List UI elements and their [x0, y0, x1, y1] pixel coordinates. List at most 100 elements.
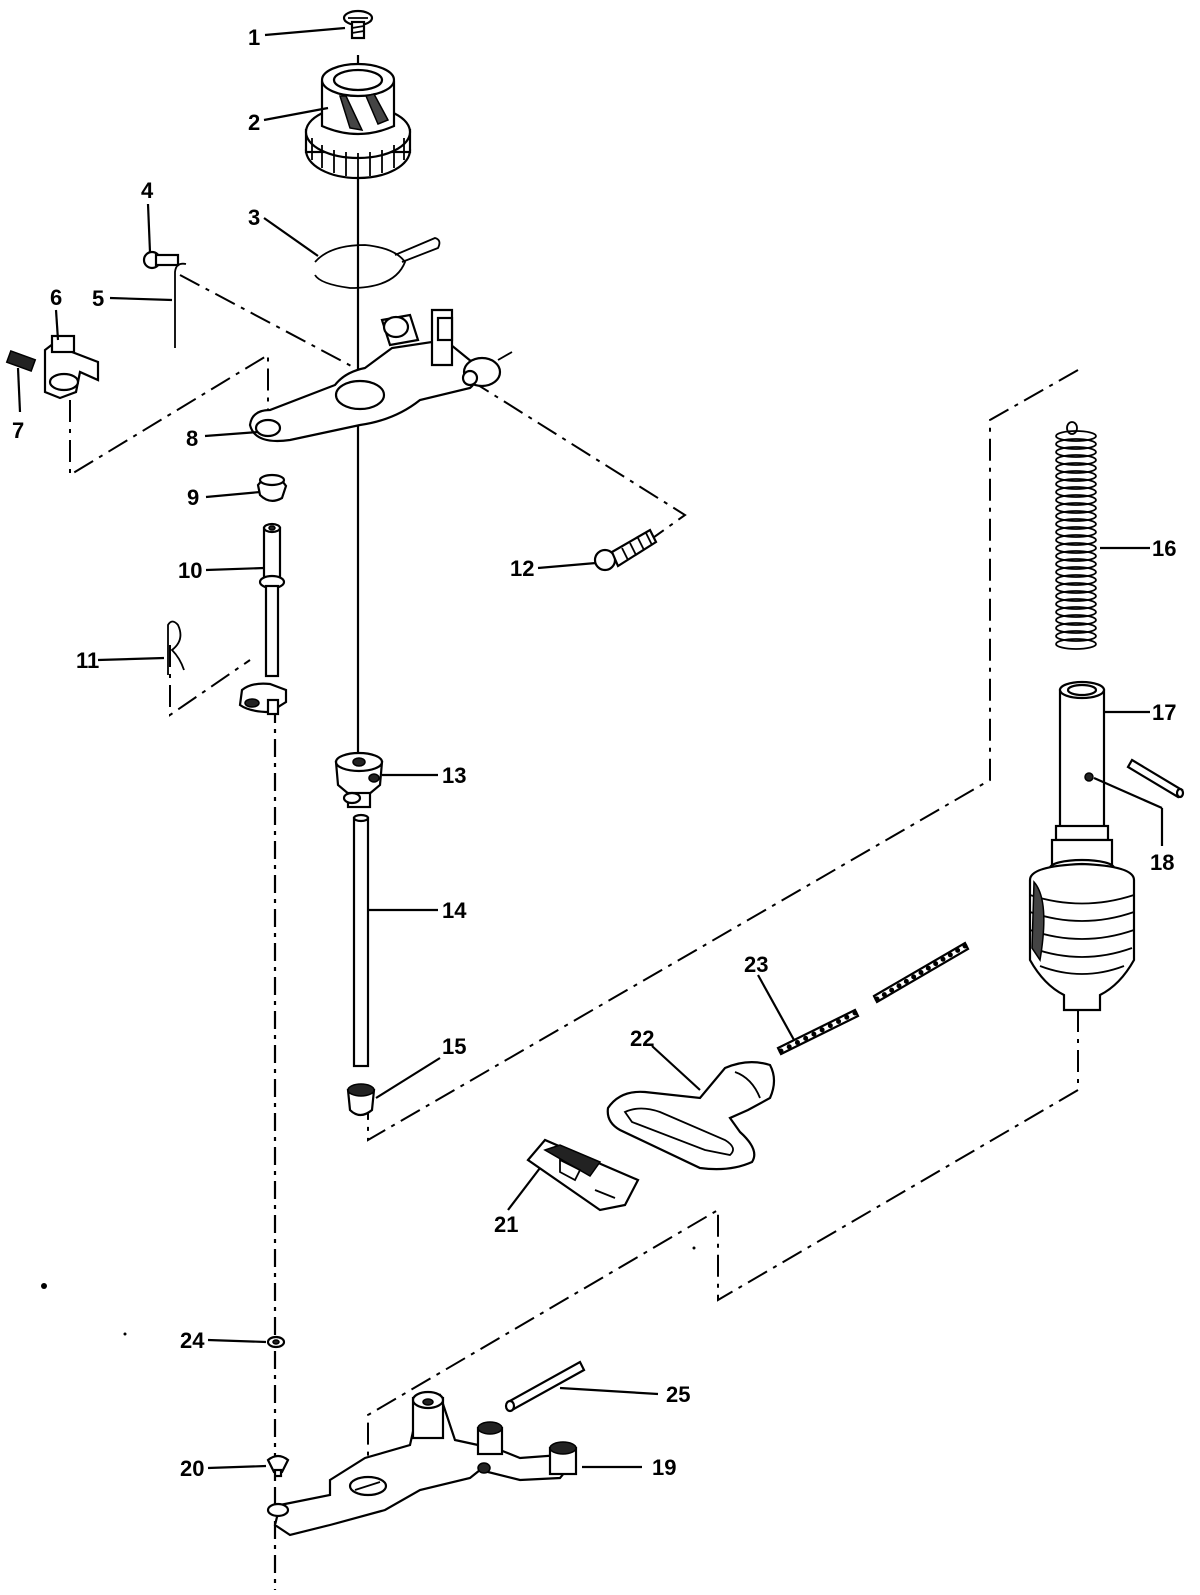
- label-part-25: 25: [666, 1382, 690, 1407]
- rod-texture-dot: [819, 1027, 825, 1033]
- part-11-hairpin-clip: [167, 620, 185, 675]
- spring-coil: [1055, 590, 1097, 602]
- label-part-13: 13: [442, 763, 466, 788]
- spring-coil: [1055, 478, 1097, 490]
- label-part-5: 5: [92, 286, 104, 311]
- label-part-16: 16: [1152, 536, 1176, 561]
- part-23-spring-rods: [776, 941, 970, 1056]
- label-part-3: 3: [248, 205, 260, 230]
- dash-line-spring-rod: [367, 369, 1079, 1142]
- rod-texture-dot: [947, 952, 953, 958]
- rod-texture-dot: [881, 992, 887, 998]
- part-25-pin: [504, 1360, 586, 1413]
- spring-coil: [1055, 486, 1097, 498]
- scan-speck: [692, 1246, 696, 1250]
- spring-coil: [1055, 510, 1097, 522]
- rod-texture-dot: [962, 943, 968, 949]
- part-15-nut: [346, 1083, 376, 1117]
- label-part-8: 8: [186, 426, 198, 451]
- label-part-21: 21: [494, 1212, 518, 1237]
- label-part-9: 9: [187, 485, 199, 510]
- dash-line-clip11: [169, 645, 251, 717]
- rod-texture-dot: [925, 965, 931, 971]
- rod-texture-dot: [918, 970, 924, 976]
- part-10-shaft: [238, 522, 288, 716]
- rod-texture-dot: [933, 961, 939, 967]
- rod-texture-dot: [827, 1023, 833, 1029]
- rod-texture-dot: [794, 1040, 800, 1046]
- spring-coil: [1055, 462, 1097, 474]
- spring-coil: [1055, 438, 1097, 450]
- rod-texture-dot: [778, 1048, 784, 1054]
- spring-coil: [1055, 542, 1097, 554]
- spring-coil: [1055, 526, 1097, 538]
- scan-speck: [41, 1283, 47, 1289]
- label-part-19: 19: [652, 1455, 676, 1480]
- part-8-lever-plate: [248, 308, 513, 443]
- spring-coil: [1055, 582, 1097, 594]
- label-part-2: 2: [248, 110, 260, 135]
- part-22-handle: [606, 1061, 776, 1171]
- spring-coil: [1055, 430, 1097, 442]
- rod-texture-dot: [896, 983, 902, 989]
- part-18-pin: [1126, 758, 1185, 799]
- part-20-screw: [266, 1454, 290, 1478]
- rod-texture-dot: [852, 1010, 858, 1016]
- spring-coil: [1055, 558, 1097, 570]
- label-part-18: 18: [1150, 850, 1174, 875]
- spring-coil: [1055, 494, 1097, 506]
- spring-coil: [1055, 454, 1097, 466]
- part-24-e-clip: [266, 1335, 286, 1349]
- label-part-11: 11: [76, 648, 99, 673]
- dash-line-screw4: [179, 274, 356, 369]
- part-2-cam-gear: [304, 62, 412, 180]
- label-part-23: 23: [744, 952, 768, 977]
- part-16-spring: [1055, 421, 1097, 650]
- rod-texture-dot: [955, 947, 961, 953]
- part-13-collar: [334, 751, 384, 809]
- label-part-10: 10: [178, 558, 202, 583]
- dash-line-screw12: [469, 379, 687, 541]
- label-part-24: 24: [180, 1328, 205, 1353]
- part-4-screw: [142, 250, 180, 270]
- rod-texture-dot: [803, 1035, 809, 1041]
- rod-texture-dot: [836, 1018, 842, 1024]
- spring-coil: [1055, 534, 1097, 546]
- callout-labels: 1 2 3 4 5 6 7 8 9 10 11 12 13 14 15 16 1…: [12, 25, 1176, 1481]
- part-21-button: [526, 1138, 640, 1212]
- label-part-1: 1: [248, 25, 260, 50]
- label-part-4: 4: [141, 178, 154, 203]
- label-part-14: 14: [442, 898, 467, 923]
- leader-lines: [16, 26, 1164, 1470]
- label-part-6: 6: [50, 285, 62, 310]
- rod-texture-dot: [940, 956, 946, 962]
- part-5-l-pin: [174, 262, 187, 348]
- part-17-tube: [1028, 680, 1136, 1012]
- rod-texture-dot: [811, 1031, 817, 1037]
- part-9-bushing: [256, 473, 288, 502]
- rod-texture-dot: [911, 974, 917, 980]
- label-part-17: 17: [1152, 700, 1176, 725]
- part-6-bracket: [43, 334, 100, 400]
- rod-texture-dot: [786, 1044, 792, 1050]
- spring-coil: [1055, 606, 1097, 618]
- part-7-set-screw: [5, 349, 37, 373]
- spring-coil: [1055, 502, 1097, 514]
- spring-coil: [1055, 638, 1097, 650]
- label-part-12: 12: [510, 556, 534, 581]
- dash-line-bracket: [69, 353, 269, 477]
- part-14-rod: [352, 813, 370, 1068]
- rod-texture-dot: [903, 978, 909, 984]
- part-19-lower-lever: [266, 1390, 578, 1537]
- spring-coil: [1055, 446, 1097, 458]
- label-part-20: 20: [180, 1456, 204, 1481]
- spring-coil: [1055, 598, 1097, 610]
- spring-coil: [1055, 574, 1097, 586]
- label-part-22: 22: [630, 1026, 654, 1051]
- label-part-7: 7: [12, 418, 24, 443]
- spring-coil: [1055, 566, 1097, 578]
- rod-texture-dot: [844, 1014, 850, 1020]
- rod-texture-dot: [874, 996, 880, 1002]
- scan-speck: [123, 1332, 127, 1336]
